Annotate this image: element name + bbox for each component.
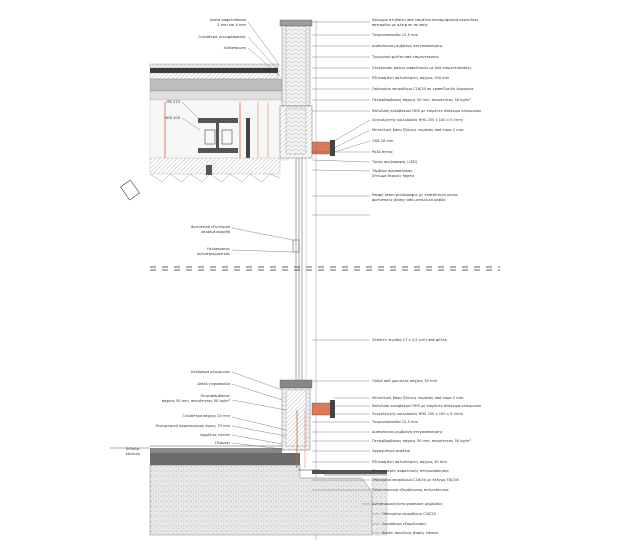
label-r7: Οπλισμένο σκυρόδεμα C16/20 σε τραπεζοειδ…: [372, 87, 474, 91]
label-r31: Οπλισμένο σκυρόδεμα C20/25: [382, 512, 436, 516]
break-lines: [150, 266, 500, 271]
label-r14: Τουάν ψευδοροφής (LED): [371, 160, 418, 164]
steel-beams: [198, 118, 250, 158]
right-labels: Κάλυμμα στηθαίου από τσιμέντο ποτάμι/φυσ…: [371, 18, 481, 535]
label-r16: Επαφή ιστού ψευδοροφής με ταπεθέτηση μέσ…: [372, 193, 458, 197]
label-r9: Επένδυση κολοβακιού RHS με τσιμέντο πλάκ…: [372, 109, 481, 113]
label-l12: Περιμετρική αρμοταινίαση ύψους 70 mm: [156, 424, 231, 428]
label-l2: Ξυλοπέτρα γεωυφάσματος: [198, 35, 246, 39]
label-l10: Πετροβάμβακας: [201, 394, 231, 398]
label-r21: Συγκολλητής κοιλοδοκός RHS 200 x 100 x 5…: [372, 412, 464, 416]
label-r27: Ελαστομερές ασφαλτικής στεγανοποίησης: [372, 469, 449, 473]
label-r15: Τόμβινα σιρισοπλάκας: [371, 169, 412, 173]
label-r19: Μεταλλική βάση ξύλινης ταμπλάς από λάμα …: [372, 396, 464, 400]
label-r15b: Σήτωμα θερινής πόρτα: [372, 174, 415, 178]
label-l5: HEB 200: [165, 116, 181, 120]
label-r1b: ποτισμένο με αλείφ σε ση οπής: [372, 23, 428, 27]
light-fixture-icon: [120, 165, 212, 201]
label-r6: Εξηλασμένη πολυστερίνη, πάχους 100 mm: [372, 76, 450, 80]
label-r33: Φιλάει ποιώδους βαφής τσιπών: [382, 531, 439, 535]
orange-studs: [164, 102, 269, 158]
label-l13: Αρμόλίος κλείστ: [200, 433, 230, 437]
label-r24: Πετροβάμβακας πάχους 50 mm, πυκνότητας 5…: [372, 439, 471, 443]
label-r20: Επένδυση κολοβακιού RHS με τσιμέντο πλάκ…: [372, 404, 481, 408]
label-r26: Εξηλασμένη πολυστερίνη, πάχους 30 mm: [372, 460, 447, 464]
label-l9: Διπλό γυψοσανίδα: [197, 382, 230, 386]
label-r13: Ρολό σήτας: [372, 150, 393, 154]
glazing-lines: [292, 20, 317, 540]
label-l7: Υαλοπίνακας: [207, 247, 230, 251]
label-r16b: φωτιστικής βάσης από μεταλλικό ράβδο: [372, 198, 445, 202]
label-l4: IPE 270: [167, 100, 181, 104]
label-l1b: 3 mm και 4 mm: [217, 23, 246, 27]
roof-assembly: [120, 63, 289, 201]
label-l15b: κόλλιση: [126, 452, 140, 456]
label-l1: Διπλό ασφαλτόπανο: [210, 18, 246, 22]
label-r17: Σύνθετη τηγάδα 17 x 4,5 (cm) από φύλλο: [372, 338, 447, 342]
label-l3: Λιθόστρωση: [224, 46, 246, 50]
parapet-column: [279, 19, 335, 159]
label-r10: Συγκολλητής κοιλοδοκός RHS 200 x 100 x 5…: [372, 118, 464, 122]
label-l6: Φωτιστικό εξωτερικό: [191, 225, 230, 229]
label-l11: Ξυλοπέτρα πάχους 20 mm: [182, 414, 230, 418]
floor-assembly: [110, 379, 388, 536]
label-r18: Ποδιά από χρωτικής πάχους 30 mm: [372, 379, 437, 383]
label-l6b: σκιασμένο/ορθό: [201, 230, 230, 234]
label-r32: Σκυρόδεμα εξομάλυνσης: [382, 522, 427, 526]
label-r2: Τσιμεντοσανίδα 12,5 mm: [371, 33, 419, 37]
label-r4: Τριγωνικό φιλέτο από τσιμεντοκονία: [371, 55, 439, 59]
label-l10b: πάχους 50 mm, πυκνότητας 50 kg/m³: [162, 399, 231, 403]
label-r5: Στεγάνωση ρόλων ασφαλτικών με δύο τσιμεν…: [372, 66, 472, 70]
right-leaders: [311, 21, 380, 534]
left-leaders: [181, 21, 295, 450]
label-l15: Πεζοδρ.: [126, 447, 140, 451]
label-r1: Κάλυμμα στηθαίου από τσιμέντο ποτάμι/φυσ…: [372, 18, 479, 22]
label-r3: Διαπνέουσα μεμβράνη στεγανοποίησης: [372, 44, 443, 48]
label-r22: Τσιμεντοσανίδα 12,5 mm: [371, 420, 419, 424]
label-r29: Τσιμεντοκονία εξομάλυνσης πυλωτότητας: [371, 488, 449, 492]
label-r12: OSB 18 mm: [372, 139, 394, 143]
label-r28: Οπλισμένο σκυρόδεμα C16/20 με πλέγμα Τ8/…: [372, 478, 460, 482]
label-r11: Μεταλλική βάση ξύλινης ταμπλάς από λάμα …: [372, 128, 464, 132]
label-r30: Αντισεισμική/αντιυγρασιακή μεμβράνη: [372, 502, 442, 506]
left-labels: Διπλό ασφαλτόπανο 3 mm και 4 mm Ξυλοπέτρ…: [126, 18, 247, 456]
label-r25: Σφραγιστικό ρεσάλιο: [372, 449, 410, 453]
label-l8: Κολόμπρα αλουμινίου: [191, 370, 230, 374]
label-r8: Πετροβάμβακας πάχους 50 mm, πυκνότητας 5…: [372, 98, 471, 102]
label-l7b: πολυστρωματικός: [197, 252, 230, 256]
label-l14: Πλακάκι: [215, 441, 231, 445]
label-r23: Διαπνέουσα μεμβράνη στεγανοποίησης: [372, 430, 443, 434]
